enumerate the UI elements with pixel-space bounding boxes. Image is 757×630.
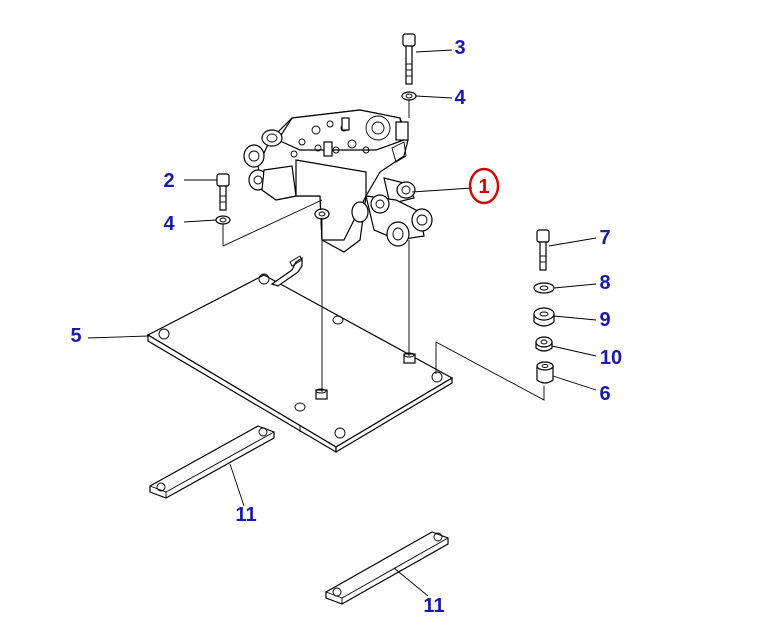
washer-4-left[interactable] <box>215 215 231 225</box>
bracket-clip[interactable] <box>270 255 303 287</box>
assembly-lines <box>222 100 545 401</box>
callout-labels: 1 2 3 4 4 5 6 7 8 9 10 11 11 <box>70 37 622 617</box>
callout-5[interactable]: 5 <box>70 325 81 347</box>
callout-11-lower[interactable]: 11 <box>423 595 444 617</box>
bolt-7[interactable] <box>536 229 550 271</box>
callout-4-left[interactable]: 4 <box>163 213 175 235</box>
callout-7[interactable]: 7 <box>599 227 610 249</box>
callout-2[interactable]: 2 <box>163 170 174 192</box>
callout-3[interactable]: 3 <box>454 37 465 59</box>
nut-9[interactable] <box>533 307 555 327</box>
washer-8[interactable] <box>533 282 555 294</box>
callout-10[interactable]: 10 <box>600 347 622 369</box>
bolt-3[interactable] <box>402 33 416 85</box>
washer-4-top[interactable] <box>401 91 417 101</box>
control-valve[interactable] <box>243 109 433 253</box>
ring-10[interactable] <box>535 336 553 352</box>
highlight-circle <box>468 167 500 205</box>
callout-9[interactable]: 9 <box>599 309 610 331</box>
strap-11-lower[interactable] <box>325 531 449 605</box>
base-plate[interactable] <box>146 273 454 454</box>
callout-1[interactable]: 1 <box>478 176 489 198</box>
bolt-2[interactable] <box>216 173 230 211</box>
leader-lines <box>87 49 597 597</box>
callout-6[interactable]: 6 <box>599 383 610 405</box>
callout-11-upper[interactable]: 11 <box>235 504 256 526</box>
callout-4-top[interactable]: 4 <box>454 87 466 109</box>
spacer-6[interactable] <box>536 361 554 384</box>
callout-8[interactable]: 8 <box>599 272 610 294</box>
strap-11-upper[interactable] <box>149 425 275 499</box>
